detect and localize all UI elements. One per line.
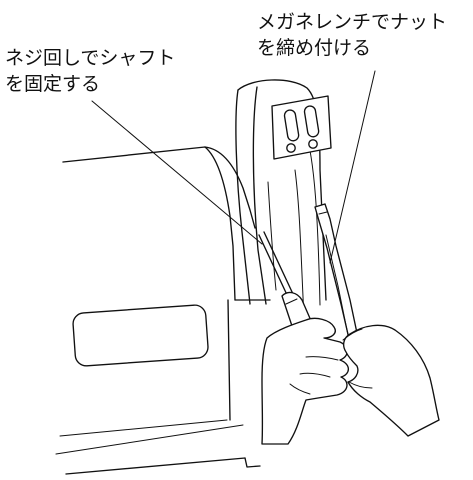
callout-wrench: メガネレンチでナット を締め付ける [257,9,447,61]
callout-screwdriver-line2: を固定する [5,73,101,95]
label-plate [72,304,209,367]
left-hand [261,317,350,445]
right-hand [342,324,440,437]
leader-line-screwdriver [91,100,263,245]
mounting-bracket [271,95,332,160]
leader-line-wrench [329,70,376,264]
machine-housing [55,146,271,475]
screwdriver [258,231,313,335]
callout-wrench-line2: を締め付ける [257,37,372,59]
callout-screwdriver: ネジ回しでシャフト を固定する [5,45,175,97]
callout-wrench-line1: メガネレンチでナット [257,11,448,33]
callout-screwdriver-line1: ネジ回しでシャフト [5,47,176,69]
